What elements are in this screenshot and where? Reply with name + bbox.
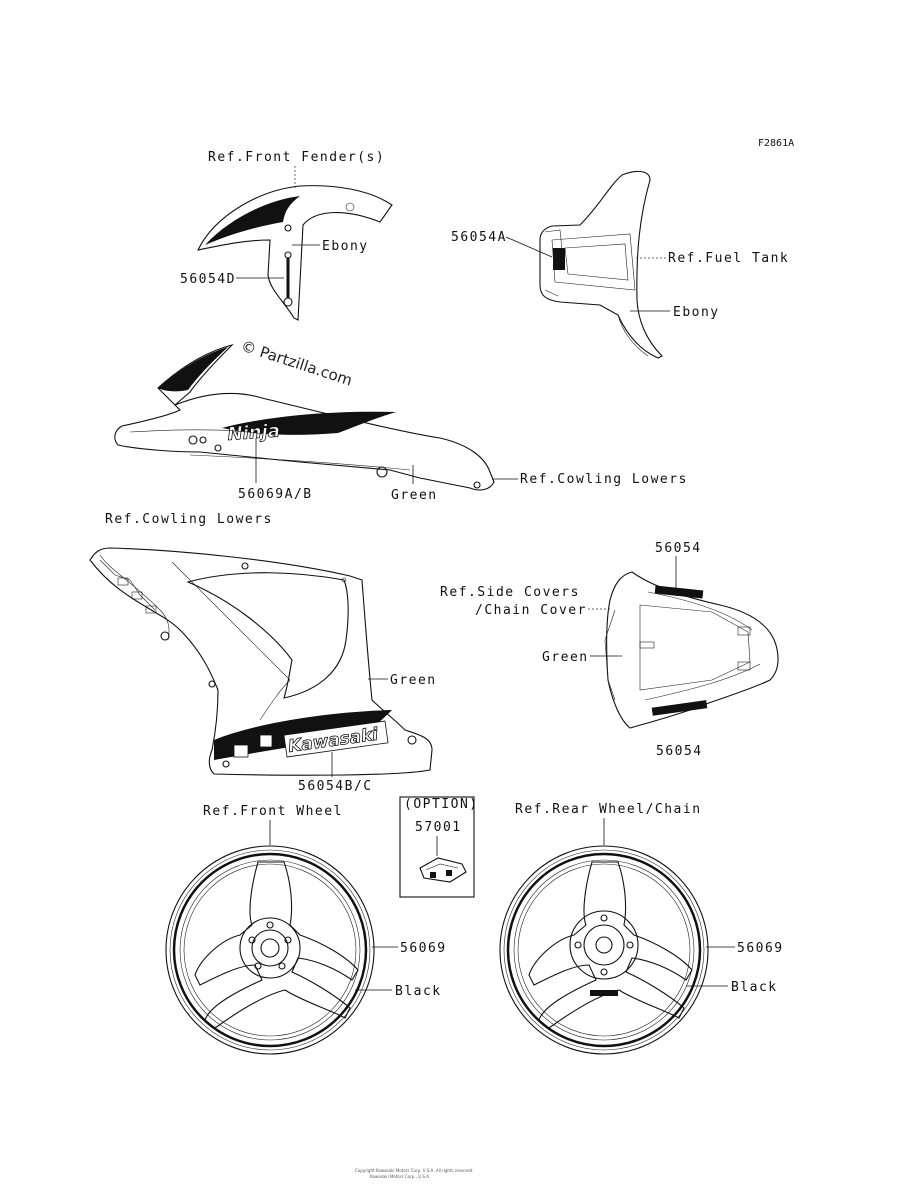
seat-cowl-drawing <box>604 571 779 729</box>
part-56054d-label[interactable]: 56054D <box>180 272 236 287</box>
part-56054a-label[interactable]: 56054A <box>451 230 507 245</box>
front-fender-group: Ref.Front Fender(s) Ebony 56054D <box>180 150 393 321</box>
fuel-tank-group: 56054A Ref.Fuel Tank Ebony <box>451 170 789 359</box>
lower-cowl-color-label[interactable]: Green <box>390 673 437 688</box>
option-group: (OPTION) 57001 <box>399 796 479 898</box>
fender-color-label[interactable]: Ebony <box>322 239 369 254</box>
watermark: © Partzilla.com <box>239 337 355 390</box>
front-fender-drawing <box>197 185 393 321</box>
lower-cowl-group: Ref.Cowling Lowers Kawasaki Green <box>89 512 437 794</box>
front-wheel-color-label[interactable]: Black <box>395 984 442 999</box>
rear-wheel-color-label[interactable]: Black <box>731 980 778 995</box>
upper-cowl-color-label[interactable]: Green <box>391 488 438 503</box>
footer-line-1: Copyright Kawasaki Motors Corp. U.S.A. A… <box>355 1168 474 1173</box>
fuel-tank-color-label[interactable]: Ebony <box>673 305 720 320</box>
seat-cowl-group: 56054 Ref.Side Covers /Chain Cover Green… <box>440 541 779 759</box>
front-wheel-drawing <box>165 845 375 1055</box>
seat-cowl-part-bottom-label[interactable]: 56054 <box>656 744 703 759</box>
rear-wheel-drawing <box>499 845 709 1055</box>
rear-wheel-ref-label[interactable]: Ref.Rear Wheel/Chain <box>515 802 702 817</box>
footer-line-2: Kawasaki Motors Corp., U.S.A. <box>370 1174 430 1179</box>
part-57001-label[interactable]: 57001 <box>415 820 462 835</box>
option-item-drawing <box>419 857 467 883</box>
lower-cowl-drawing: Kawasaki <box>89 547 433 776</box>
upper-cowl-group: Ninja 56069A/B Green Ref.Cowling Lowers <box>114 343 688 503</box>
front-fender-ref-label[interactable]: Ref.Front Fender(s) <box>208 150 385 165</box>
rear-wheel-part-label[interactable]: 56069 <box>737 941 784 956</box>
rear-wheel-group: Ref.Rear Wheel/Chain 56069 Black <box>499 802 784 1055</box>
front-wheel-ref-label[interactable]: Ref.Front Wheel <box>203 804 343 819</box>
option-label[interactable]: (OPTION) <box>404 797 479 812</box>
part-56054bc-label[interactable]: 56054B/C <box>298 779 373 794</box>
upper-cowl-ref-label[interactable]: Ref.Cowling Lowers <box>520 472 688 487</box>
seat-cowl-ref-label-line1[interactable]: Ref.Side Covers <box>440 585 580 600</box>
figure-code: F2861A <box>758 138 794 149</box>
option-box <box>399 796 475 898</box>
lower-cowl-ref-label[interactable]: Ref.Cowling Lowers <box>105 512 273 527</box>
upper-cowl-drawing: Ninja <box>114 343 495 491</box>
seat-cowl-part-top-label[interactable]: 56054 <box>655 541 702 556</box>
seat-cowl-ref-label-line2[interactable]: /Chain Cover <box>475 603 587 618</box>
front-wheel-group: Ref.Front Wheel 56069 Black <box>165 804 447 1055</box>
front-wheel-part-label[interactable]: 56069 <box>400 941 447 956</box>
part-56069ab-label[interactable]: 56069A/B <box>238 487 313 502</box>
fuel-tank-ref-label[interactable]: Ref.Fuel Tank <box>668 251 789 266</box>
seat-cowl-color-label[interactable]: Green <box>542 650 589 665</box>
part-56054a-leader <box>505 236 553 258</box>
fuel-tank-drawing <box>539 170 663 359</box>
